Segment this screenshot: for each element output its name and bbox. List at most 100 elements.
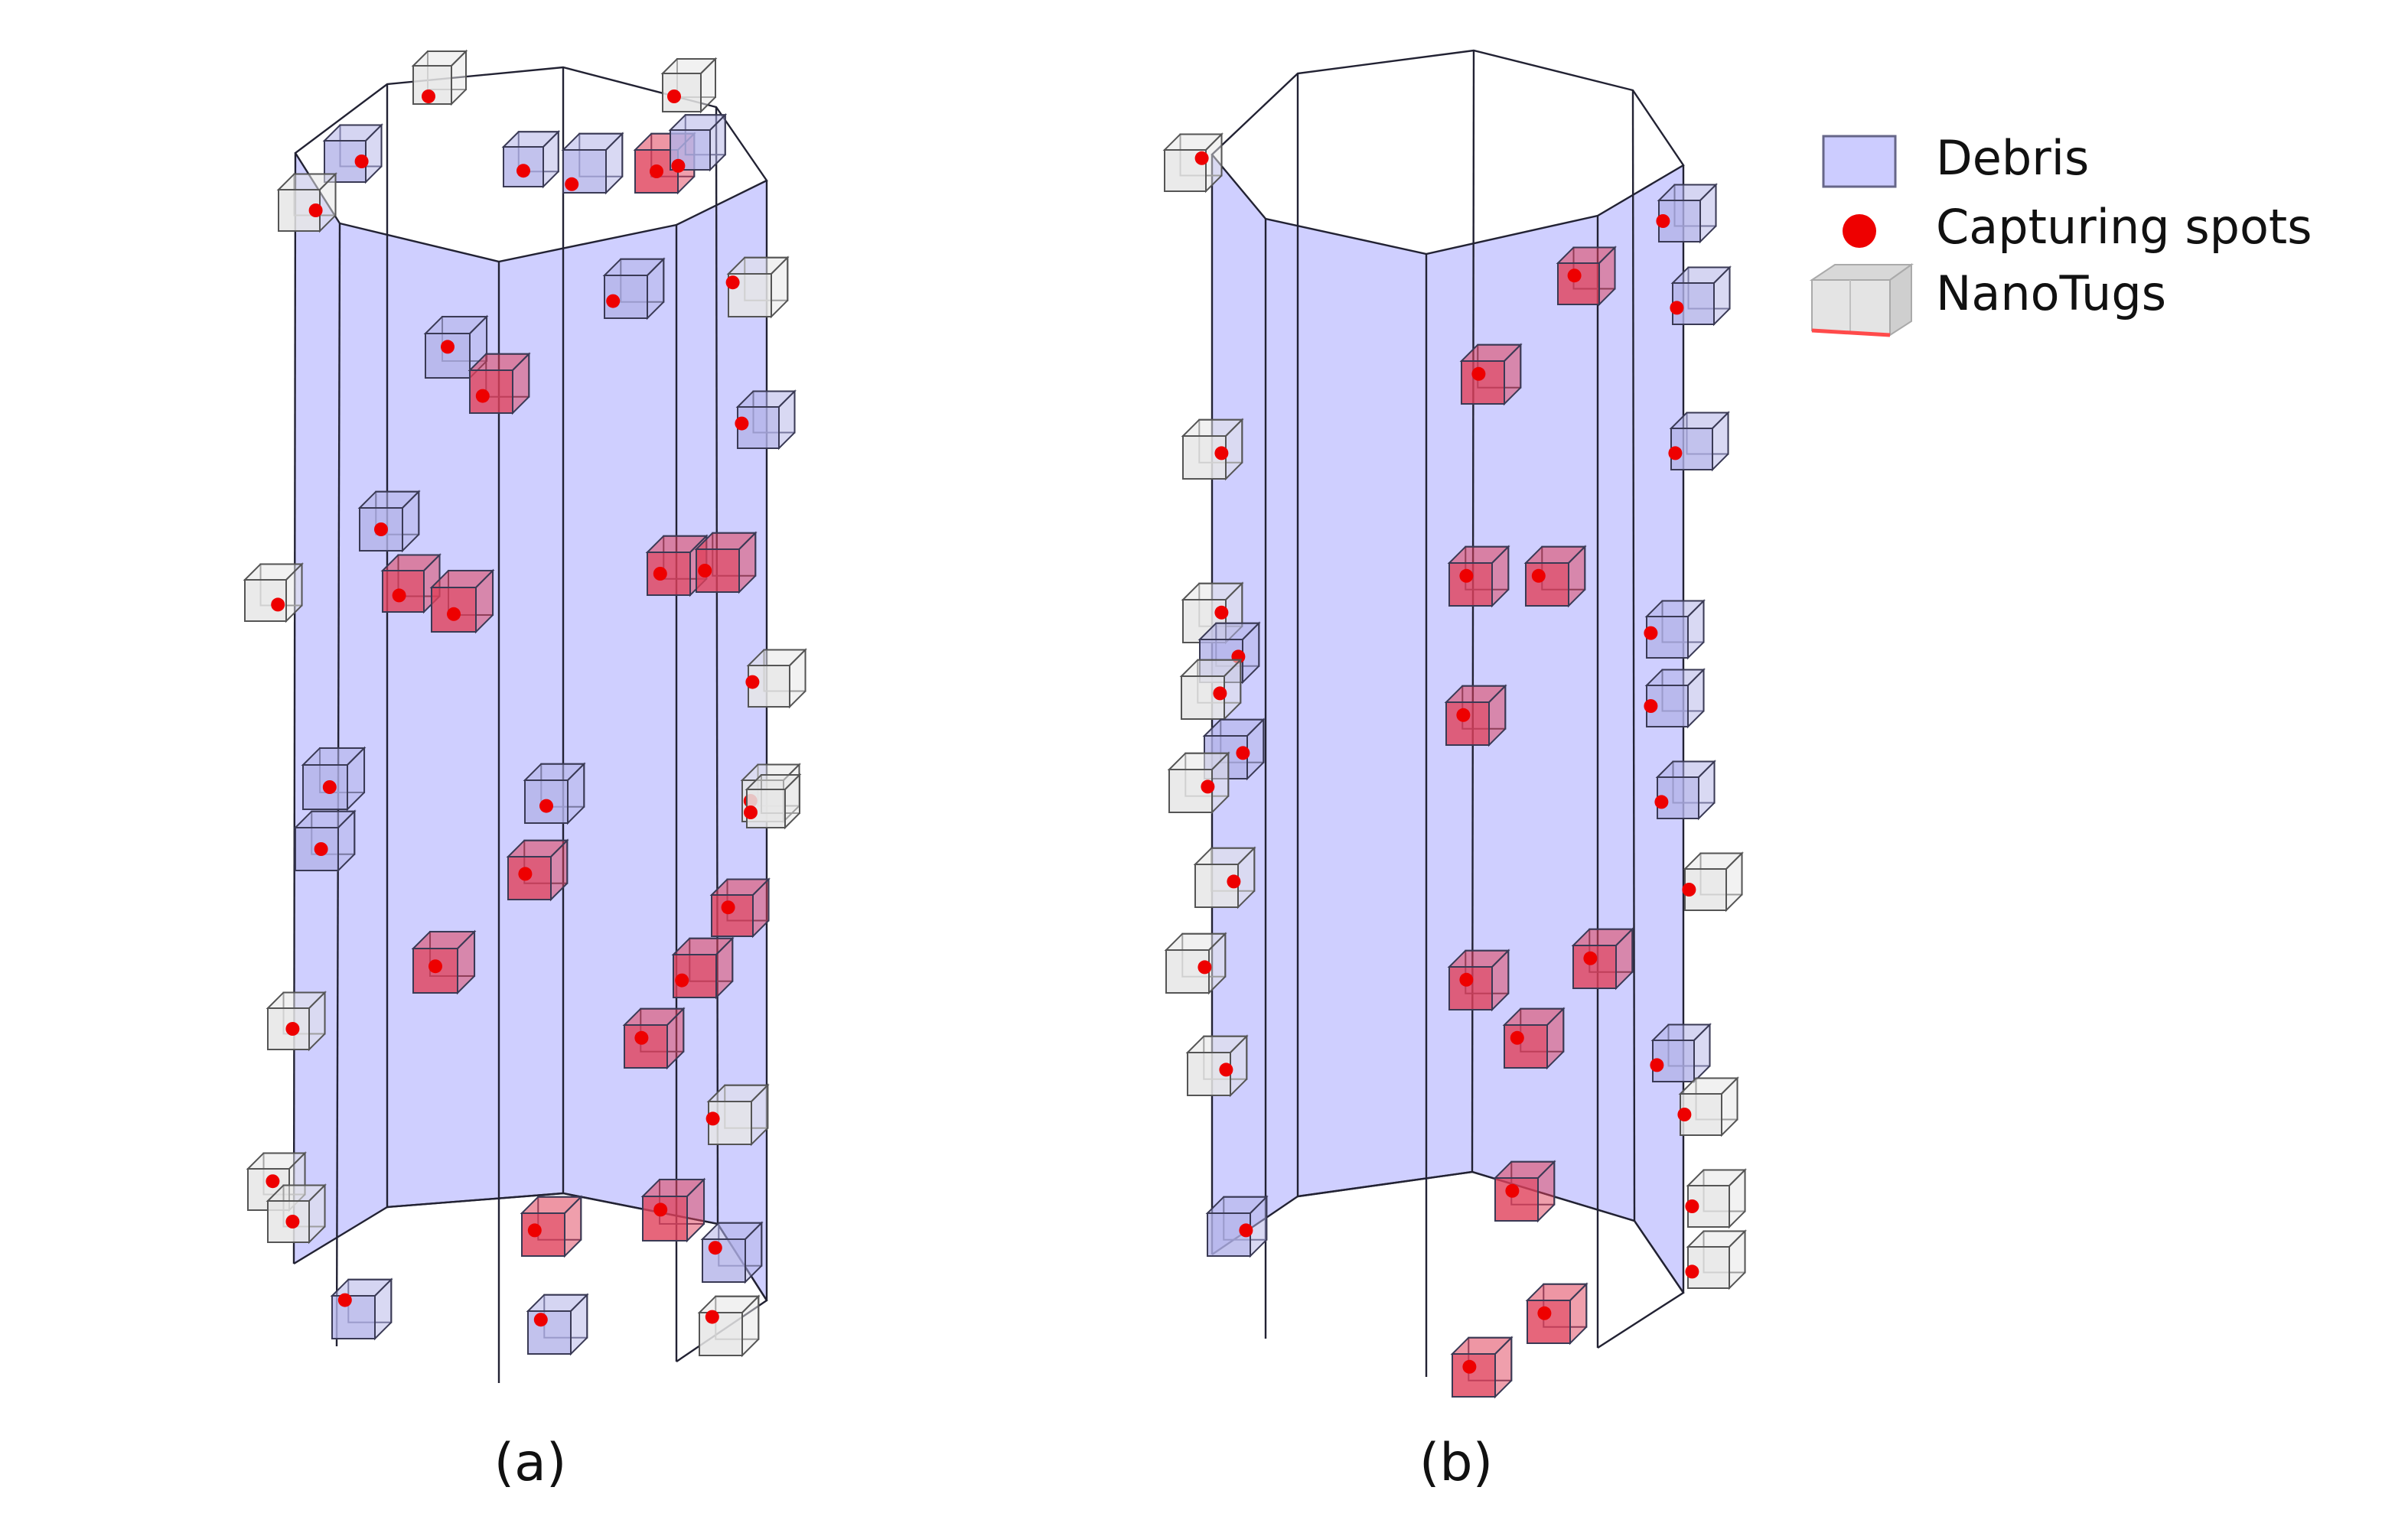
capturing-spot xyxy=(516,164,530,178)
capturing-spot xyxy=(533,1313,548,1327)
capturing-spot xyxy=(705,1310,719,1324)
legend: Debris Capturing spots NanoTugs xyxy=(1809,130,2312,337)
captured-nanotug-cube xyxy=(1493,1160,1556,1223)
capturing-spot xyxy=(527,1223,542,1238)
nanotug-cube xyxy=(266,1183,327,1245)
legend-debris-swatch xyxy=(1822,135,1897,188)
nanotug-cube xyxy=(705,1083,770,1147)
capturing-spot xyxy=(285,1022,300,1036)
panel-a-prism xyxy=(243,49,807,1383)
capturing-spot xyxy=(308,203,323,217)
capturing-spot xyxy=(1668,446,1683,460)
captured-nanotug-cube xyxy=(668,112,728,173)
capturing-spot xyxy=(518,867,533,881)
legend-nanotug-icon xyxy=(1809,263,1914,337)
captured-nanotug-cube xyxy=(1447,949,1510,1012)
capturing-spot xyxy=(708,1241,722,1255)
captured-nanotug-cube xyxy=(561,132,624,195)
capturing-spot xyxy=(1685,1264,1699,1279)
captured-nanotug-cube xyxy=(640,1177,706,1243)
capturing-spot xyxy=(634,1030,649,1045)
legend-capturing-spot-marker xyxy=(1843,214,1876,248)
debris-vertical-edge xyxy=(292,152,297,1264)
capturing-spot xyxy=(322,780,337,794)
capturing-spot xyxy=(606,294,621,308)
capturing-spot xyxy=(475,389,490,403)
capturing-spot xyxy=(441,340,455,354)
capturing-spot xyxy=(653,1202,668,1217)
legend-capturing-spots-label: Capturing spots xyxy=(1936,199,2312,255)
captured-nanotug-cube xyxy=(1205,1195,1269,1258)
nanotug-cube xyxy=(1677,1076,1739,1137)
panel-b-caption: (b) xyxy=(1419,1433,1493,1493)
captured-nanotug-cube xyxy=(1654,760,1716,821)
capturing-spot xyxy=(447,607,461,621)
capturing-spot xyxy=(1239,1223,1253,1238)
captured-nanotug-cube xyxy=(1459,343,1523,406)
capturing-spot xyxy=(314,842,328,856)
capturing-spot xyxy=(1656,214,1670,228)
capturing-spot xyxy=(744,805,758,819)
capturing-spot xyxy=(1670,301,1684,315)
capturing-spot xyxy=(1456,708,1471,722)
panel-a-caption: (a) xyxy=(494,1433,567,1493)
captured-nanotug-cube xyxy=(523,762,586,825)
nanotug-cube xyxy=(411,49,468,106)
nanotug-cube xyxy=(1185,1034,1249,1098)
capturing-spot xyxy=(285,1215,300,1228)
capturing-spot xyxy=(565,177,579,191)
capturing-spot xyxy=(337,1293,352,1307)
captured-nanotug-cube xyxy=(1450,1336,1514,1399)
panel-b-prism xyxy=(1162,49,1747,1399)
capturing-spot xyxy=(354,155,369,168)
captured-nanotug-cube xyxy=(411,929,477,995)
nanotug-cube xyxy=(744,773,802,830)
capturing-spot xyxy=(428,959,442,974)
capturing-spot xyxy=(1644,699,1658,713)
nanotug-cube xyxy=(1164,932,1227,995)
capturing-spot xyxy=(1219,1063,1233,1077)
captured-nanotug-cube xyxy=(330,1277,393,1341)
capturing-spot xyxy=(1650,1058,1664,1072)
captured-nanotug-cube xyxy=(520,1195,583,1258)
legend-nanotugs-label: NanoTugs xyxy=(1936,265,2166,321)
debris-body xyxy=(294,153,767,1300)
legend-debris-label: Debris xyxy=(1936,130,2089,186)
capturing-spot xyxy=(1213,686,1227,701)
capturing-spot xyxy=(1644,626,1658,640)
capturing-spot xyxy=(1505,1183,1520,1198)
capturing-spot xyxy=(422,89,435,103)
captured-nanotug-cube xyxy=(709,877,771,939)
nanotug-cube xyxy=(1682,851,1744,913)
nanotug-cube xyxy=(276,172,337,233)
captured-nanotug-cube xyxy=(468,352,531,415)
captured-nanotug-cube xyxy=(293,809,357,873)
capturing-spot xyxy=(1654,795,1669,809)
capturing-spot xyxy=(675,973,689,988)
capturing-spot xyxy=(1459,972,1474,987)
debris-vertical-edge xyxy=(715,106,719,1225)
captured-nanotug-cube xyxy=(506,838,569,902)
nanotug-cube xyxy=(725,255,790,319)
capturing-spot xyxy=(1583,951,1598,965)
debris-vertical-edge xyxy=(1631,89,1636,1222)
capturing-spot xyxy=(698,564,712,578)
capturing-spot xyxy=(1197,960,1212,975)
captured-nanotug-cube xyxy=(429,568,495,634)
nanotug-cube xyxy=(243,562,304,623)
capturing-spot xyxy=(650,164,663,178)
captured-nanotug-cube xyxy=(1556,246,1617,307)
capturing-spot xyxy=(1194,151,1209,165)
captured-nanotug-cube xyxy=(694,531,758,594)
capturing-spot xyxy=(1685,1199,1699,1213)
capturing-spot xyxy=(1682,883,1696,897)
nanotug-cube xyxy=(745,648,807,709)
capturing-spot xyxy=(1201,779,1215,794)
captured-nanotug-cube xyxy=(1644,668,1706,729)
nanotug-cube xyxy=(697,1294,761,1358)
capturing-spot xyxy=(1214,446,1229,460)
captured-nanotug-cube xyxy=(622,1007,686,1070)
capturing-spot xyxy=(671,158,686,173)
nanotug-cube xyxy=(1179,658,1243,721)
captured-nanotug-cube xyxy=(526,1293,589,1356)
